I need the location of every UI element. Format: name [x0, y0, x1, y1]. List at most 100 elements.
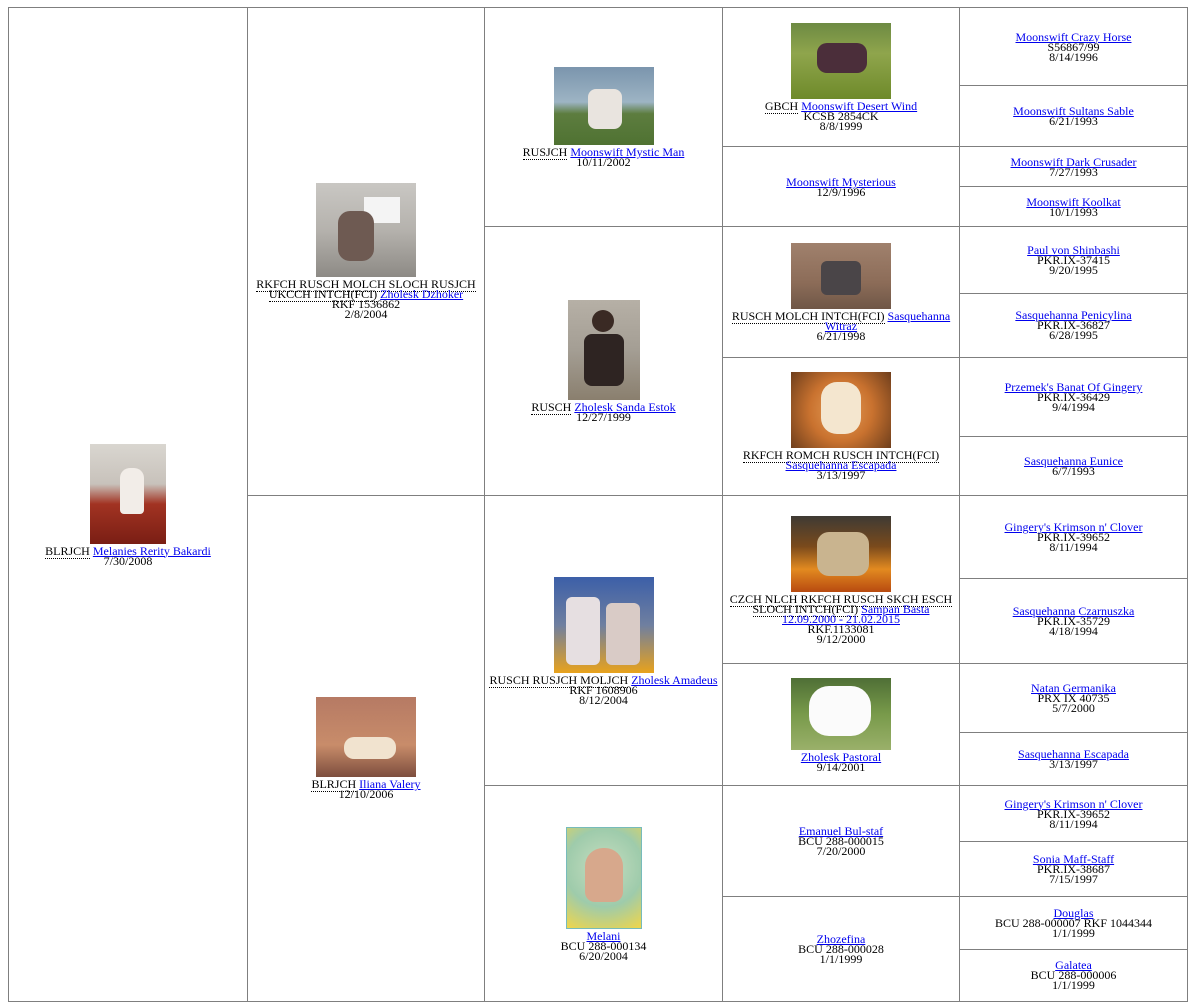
birth-date: 7/20/2000: [816, 844, 866, 859]
dog-name-link[interactable]: Moonswift Mystic Man: [570, 145, 685, 160]
birth-date: 12/9/1996: [816, 184, 866, 199]
dog-name-link[interactable]: Melani: [586, 928, 621, 943]
dog-name-link[interactable]: Natan Germanika: [1031, 681, 1116, 696]
dog-photo[interactable]: [553, 67, 654, 146]
dog-photo[interactable]: [316, 183, 416, 278]
pedigree-cell-g4: Gingery's Krimson n' Clover PKR.IX-39652…: [959, 494, 1188, 580]
pedigree-cell-g4: Moonswift Crazy Horse S56867/99 8/14/199…: [959, 6, 1188, 87]
pedigree-cell-g4: Galatea BCU 288-000006 1/1/1999: [959, 948, 1188, 1002]
pedigree-cell-g4: Przemek's Banat Of Gingery PKR.IX-36429 …: [959, 356, 1188, 437]
registration-number: BCU 288-000015: [798, 834, 884, 849]
dog-name-link[interactable]: Zholesk Pastoral: [800, 749, 882, 764]
pedigree-cell-dam-dam: Melani BCU 288-000134 6/20/2004: [484, 785, 723, 1002]
birth-date: 10/1/1993: [1049, 204, 1098, 219]
birth-date: 6/20/2004: [579, 948, 628, 963]
title-abbr: CZCH NLCH RKFCH RUSCH SKCH ESCH SLOCH IN…: [729, 591, 953, 617]
birth-date: 5/7/2000: [1052, 701, 1095, 716]
pedigree-cell-sire-sire: RUSJCH Moonswift Mystic Man 10/11/2002: [484, 6, 723, 228]
pedigree-cell-g4: Sasquehanna Penicylina PKR.IX-36827 6/28…: [959, 292, 1188, 358]
dog-name-link[interactable]: Moonswift Koolkat: [1026, 194, 1121, 209]
birth-date: 8/12/2004: [579, 692, 628, 707]
birth-date: 2/8/2004: [344, 307, 388, 322]
dog-photo[interactable]: [567, 300, 640, 401]
dog-name-link[interactable]: Sasquehanna Witraz: [824, 309, 951, 334]
pedigree-cell-subject: BLRJCH Melanies Rerity Bakardi 7/30/2008: [8, 7, 248, 1002]
birth-date: 10/11/2002: [576, 155, 631, 170]
dog-photo[interactable]: [791, 372, 891, 449]
dog-name-link[interactable]: Sonia Maff-Staff: [1032, 851, 1115, 866]
dog-name-link[interactable]: Moonswift Dark Crusader: [1010, 154, 1137, 169]
dog-name-link[interactable]: Paul von Shinbashi: [1027, 242, 1120, 257]
registration-number: RKF 1536862: [331, 297, 401, 312]
title-abbr: RUSCH RUSJCH MOLJCH: [489, 672, 629, 688]
birth-date: 1/1/1999: [819, 951, 863, 966]
registration-number: KCSB 2854CK: [803, 109, 879, 124]
pedigree-cell-sss: GBCH Moonswift Desert Wind KCSB 2854CK 8…: [722, 6, 960, 148]
dog-name-link[interactable]: Sasquehanna Escapada: [1018, 747, 1129, 762]
birth-date: 8/14/1996: [1049, 49, 1098, 64]
pedigree-cell-sds: RUSCH MOLCH INTCH(FCI) Sasquehanna Witra…: [722, 226, 960, 358]
birth-date: 6/28/1995: [1049, 328, 1098, 343]
registration-number: BCU 288-000028: [798, 941, 884, 956]
pedigree-table: BLRJCH Melanies Rerity Bakardi 7/30/2008…: [8, 6, 1188, 1002]
registration-number: RKF 1608906: [569, 682, 638, 697]
dog-photo[interactable]: [565, 826, 642, 929]
dog-name-link[interactable]: Zholesk Dzhoker: [380, 287, 464, 302]
dog-photo[interactable]: [553, 576, 654, 673]
birth-date: 3/13/1997: [1049, 757, 1098, 772]
dog-name-link[interactable]: Zhozefina: [816, 931, 866, 946]
pedigree-cell-g4: Gingery's Krimson n' Clover PKR.IX-39652…: [959, 785, 1188, 842]
dog-name-link[interactable]: Moonswift Sultans Sable: [1013, 104, 1134, 119]
birth-date: 7/30/2008: [103, 553, 153, 568]
dog-name-link[interactable]: Zholesk Sanda Estok: [574, 400, 676, 415]
pedigree-cell-g4: Moonswift Sultans Sable 6/21/1993: [959, 85, 1188, 148]
pedigree-cell-g4: Sasquehanna Escapada 3/13/1997: [959, 732, 1188, 787]
dog-name-link[interactable]: Moonswift Crazy Horse: [1015, 29, 1132, 44]
dog-name-link[interactable]: Melanies Rerity Bakardi: [92, 543, 211, 558]
dog-name-link[interactable]: Gingery's Krimson n' Clover: [1004, 796, 1143, 811]
pedigree-cell-g4: Paul von Shinbashi PKR.IX-37415 9/20/199…: [959, 226, 1188, 294]
dog-name-link[interactable]: Sasquehanna Czarnuszka: [1012, 604, 1135, 619]
pedigree-cell-dsd: Zholesk Pastoral 9/14/2001: [722, 663, 960, 787]
dog-name-link[interactable]: Gingery's Krimson n' Clover: [1004, 520, 1143, 535]
registration-number: PKR.IX-39652: [1036, 530, 1110, 545]
title-abbr: GBCH: [764, 99, 799, 115]
dog-photo[interactable]: [791, 23, 891, 100]
dog-name-link[interactable]: Sampan Basta 12.09.2000 - 21.02.2015: [782, 601, 930, 626]
registration-number: PKR.IX-39652: [1036, 806, 1110, 821]
registration-number: PKR.IX-37415: [1036, 252, 1110, 267]
dog-name-link[interactable]: Iliana Valery: [359, 777, 421, 792]
dog-name-link[interactable]: Moonswift Mysterious: [786, 174, 896, 189]
pedigree-cell-g4: Sasquehanna Czarnuszka PKR.IX-35729 4/18…: [959, 578, 1188, 665]
birth-date: 1/1/1999: [1052, 978, 1095, 993]
registration-number: BCU 288-000134: [560, 938, 647, 953]
birth-date: 1/1/1999: [1052, 925, 1095, 940]
dog-photo[interactable]: [791, 243, 891, 310]
birth-date: 7/27/1993: [1049, 164, 1098, 179]
registration-number: S56867/99: [1047, 39, 1100, 54]
dog-photo[interactable]: [791, 677, 891, 750]
birth-date: 3/13/1997: [816, 468, 866, 483]
title-abbr: RKFCH ROMCH RUSCH INTCH(FCI): [742, 448, 940, 464]
dog-name-link[interactable]: Douglas: [1053, 905, 1094, 920]
pedigree-cell-g4: Moonswift Dark Crusader 7/27/1993: [959, 146, 1188, 188]
dog-photo[interactable]: [90, 443, 166, 544]
dog-photo[interactable]: [791, 515, 891, 592]
registration-number: PKR.IX-36429: [1036, 389, 1110, 404]
dog-name-link[interactable]: Galatea: [1055, 958, 1092, 973]
dog-name-link[interactable]: Moonswift Desert Wind: [801, 99, 918, 114]
title-abbr: RKFCH RUSCH MOLCH SLOCH RUSJCH UKCCH INT…: [256, 277, 476, 303]
birth-date: 7/15/1997: [1049, 871, 1098, 886]
registration-number: PKR.IX-35729: [1036, 614, 1110, 629]
dog-name-link[interactable]: Zholesk Amadeus: [631, 672, 718, 687]
pedigree-cell-dss: CZCH NLCH RKFCH RUSCH SKCH ESCH SLOCH IN…: [722, 494, 960, 665]
birth-date: 6/7/1993: [1052, 463, 1095, 478]
birth-date: 9/14/2001: [816, 759, 866, 774]
birth-date: 6/21/1998: [816, 329, 866, 344]
dog-name-link[interactable]: Sasquehanna Eunice: [1024, 453, 1123, 468]
dog-name-link[interactable]: Sasquehanna Penicylina: [1015, 308, 1132, 323]
dog-name-link[interactable]: Sasquehanna Escapada: [785, 458, 897, 473]
dog-photo[interactable]: [316, 697, 416, 778]
dog-name-link[interactable]: Przemek's Banat Of Gingery: [1004, 379, 1143, 394]
dog-name-link[interactable]: Emanuel Bul-staf: [798, 824, 884, 839]
